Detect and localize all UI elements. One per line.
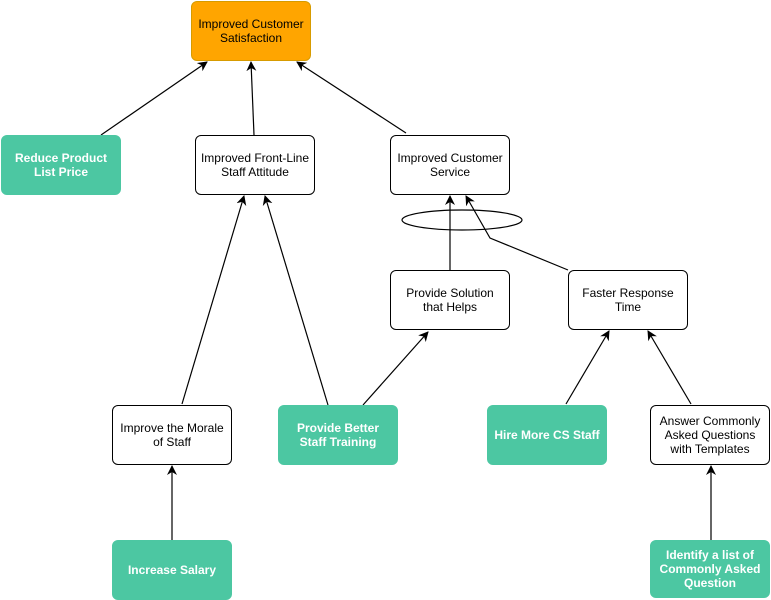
node-improved-customer-service: Improved Customer Service: [390, 135, 510, 195]
edge-staff-attitude-to-satisfaction: [246, 61, 257, 136]
node-improve-the-morale-of-staff: Improve the Morale of Staff: [112, 405, 232, 465]
node-reduce-product-list-price: Reduce Product List Price: [1, 135, 121, 195]
edge-training-to-staff-attitude: [262, 195, 329, 406]
node-faster-response-time: Faster Response Time: [568, 270, 688, 330]
edge-reduce-price-to-satisfaction: [100, 61, 208, 136]
edge-training-to-solution: [362, 331, 429, 406]
edge-faster-response-to-customer-service: [465, 195, 569, 271]
node-provide-better-staff-training: Provide Better Staff Training: [278, 405, 398, 465]
edge-hire-to-faster-response: [565, 330, 610, 405]
node-hire-more-cs-staff: Hire More CS Staff: [487, 405, 607, 465]
edge-templates-to-faster-response: [647, 330, 692, 405]
and-connector-ellipse: [401, 209, 523, 231]
node-improved-front-line-staff-attitude: Improved Front-Line Staff Attitude: [195, 135, 315, 195]
node-identify-commonly-asked-question: Identify a list of Commonly Asked Questi…: [650, 540, 770, 598]
node-improved-customer-satisfaction: Improved Customer Satisfaction: [191, 1, 311, 61]
node-provide-solution-that-helps: Provide Solution that Helps: [390, 270, 510, 330]
edge-customer-service-to-satisfaction: [296, 61, 407, 134]
edge-morale-to-staff-attitude: [181, 195, 247, 405]
node-increase-salary: Increase Salary: [112, 540, 232, 600]
node-answer-commonly-asked-questions: Answer Commonly Asked Questions with Tem…: [650, 405, 770, 465]
